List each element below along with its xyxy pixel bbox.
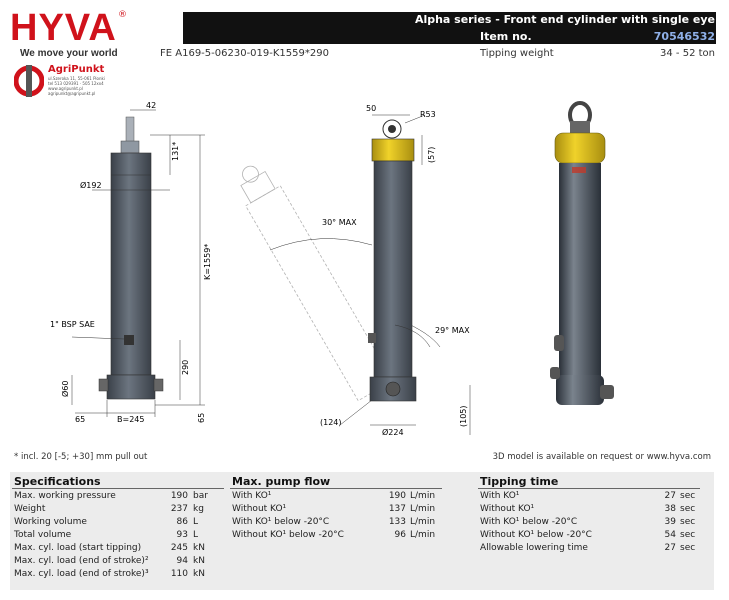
tipping-value: 39 [664,517,676,527]
dealer-details: ul.Szeroka 11, 55-061 Pionki tel 513 029… [48,76,105,96]
front-view [71,109,205,417]
pump-label: With KO¹ below -20°C [232,517,330,527]
pump-unit: L/min [410,530,436,540]
dim-50: 50 [366,104,376,113]
footnote: * incl. 20 [-5; +30] mm pull out [14,452,148,462]
spec-unit: L [193,517,199,527]
dim-105: (105) [459,405,468,427]
tipping-label: Without KO¹ below -20°C [480,530,592,540]
dim-290: 290 [181,360,190,375]
spec-value: 245 [170,543,188,553]
dim-d192: Ø192 [80,180,102,190]
pump-divider [230,488,442,489]
tipping-value: 27 [664,543,676,553]
tipping-value: 54 [664,530,676,540]
technical-drawing: 42 131* Ø192 K=1559* 1" BSP SAE 290 Ø60 … [50,101,614,437]
spec-value: 237 [170,504,188,514]
dim-65-left: 65 [75,415,85,424]
spec-unit: L [193,530,199,540]
tipping-unit: sec [680,504,696,514]
dealer-name: AgriPunkt [48,64,105,75]
spec-unit: kN [193,556,205,566]
dim-d224: Ø224 [382,427,404,437]
pump-value: 137 [388,504,406,514]
spec-label: Max. cyl. load (end of stroke)³ [14,569,149,579]
dim-30-max: 30° MAX [322,218,357,227]
spec-label: Max. working pressure [14,491,116,501]
pump-flow-title: Max. pump flow [232,475,331,488]
spec-divider [12,488,224,489]
pump-unit: L/min [410,491,436,501]
dealer-address: ul.Szeroka 11, 55-061 Pionki [48,76,105,81]
pump-value: 133 [388,517,406,527]
spec-value: 93 [176,530,188,540]
spec-label: Weight [14,504,46,514]
dim-r53: R53 [420,110,436,119]
pump-label: With KO¹ [232,491,272,501]
title-bar [183,12,716,44]
item-no-label: Item no. [480,30,532,43]
spec-value: 110 [170,569,188,579]
pump-label: Without KO¹ below -20°C [232,530,344,540]
pump-label: Without KO¹ [232,504,287,514]
tipping-label: With KO¹ below -20°C [480,517,578,527]
spec-unit: kN [193,543,205,553]
dim-65-right: 65 [197,413,206,423]
spec-label: Max. cyl. load (start tipping) [14,543,142,553]
dim-bsp: 1" BSP SAE [50,320,95,329]
dealer-website: www.agripunkt.pl [48,86,83,91]
tipping-weight-value: 34 - 52 ton [660,48,715,59]
pump-value: 96 [394,530,406,540]
spec-value: 94 [176,556,188,566]
model-availability-note: 3D model is available on request or www.… [492,452,711,462]
spec-label: Max. cyl. load (end of stroke)² [14,556,149,566]
tipping-divider [478,488,700,489]
tipping-weight-label: Tipping weight [480,48,554,59]
dim-k: K=1559* [203,244,212,280]
spec-unit: kN [193,569,205,579]
dim-d60: Ø60 [60,381,70,397]
dim-42: 42 [146,101,156,110]
series-title: Alpha series - Front end cylinder with s… [414,13,715,26]
dim-124: (124) [320,418,342,427]
tipping-label: Allowable lowering time [480,543,588,553]
side-view [368,114,471,435]
tipping-time-title: Tipping time [480,475,559,488]
tipping-unit: sec [680,517,696,527]
specifications-title: Specifications [14,475,101,488]
agripunkt-logo-icon [14,65,44,97]
dim-b: B=245 [117,415,144,424]
dim-29-max: 29° MAX [435,326,470,335]
pump-unit: L/min [410,517,436,527]
spec-value: 190 [170,491,188,501]
spec-label: Working volume [14,517,87,527]
tipping-unit: sec [680,530,696,540]
spec-unit: bar [193,491,208,501]
dim-57: (57) [427,147,436,163]
dim-131: 131* [171,142,180,161]
spec-panel [10,472,714,590]
spec-label: Total volume [14,530,72,540]
spec-value: 86 [176,517,188,527]
item-no-value: 70546532 [653,30,715,43]
tagline: We move your world [20,48,118,59]
tipping-label: Without KO¹ [480,504,535,514]
dealer-phone: tel 513 029391 · 505 12xx4 [48,81,104,86]
tipping-value: 27 [664,491,676,501]
pump-unit: L/min [410,504,436,514]
pump-value: 190 [388,491,406,501]
registered-mark: ® [118,10,127,20]
tipping-label: With KO¹ [480,491,520,501]
tipping-unit: sec [680,491,696,501]
cylinder-3d-render [550,101,614,405]
hyva-logo: HYVA [10,7,117,49]
tipping-value: 38 [664,504,676,514]
model-code: FE A169-5-06230-019-K1559*290 [160,48,329,59]
dealer-email: agripunkt@agripunkt.pl [48,91,96,96]
spec-unit: kg [193,504,204,514]
tipping-unit: sec [680,543,696,553]
